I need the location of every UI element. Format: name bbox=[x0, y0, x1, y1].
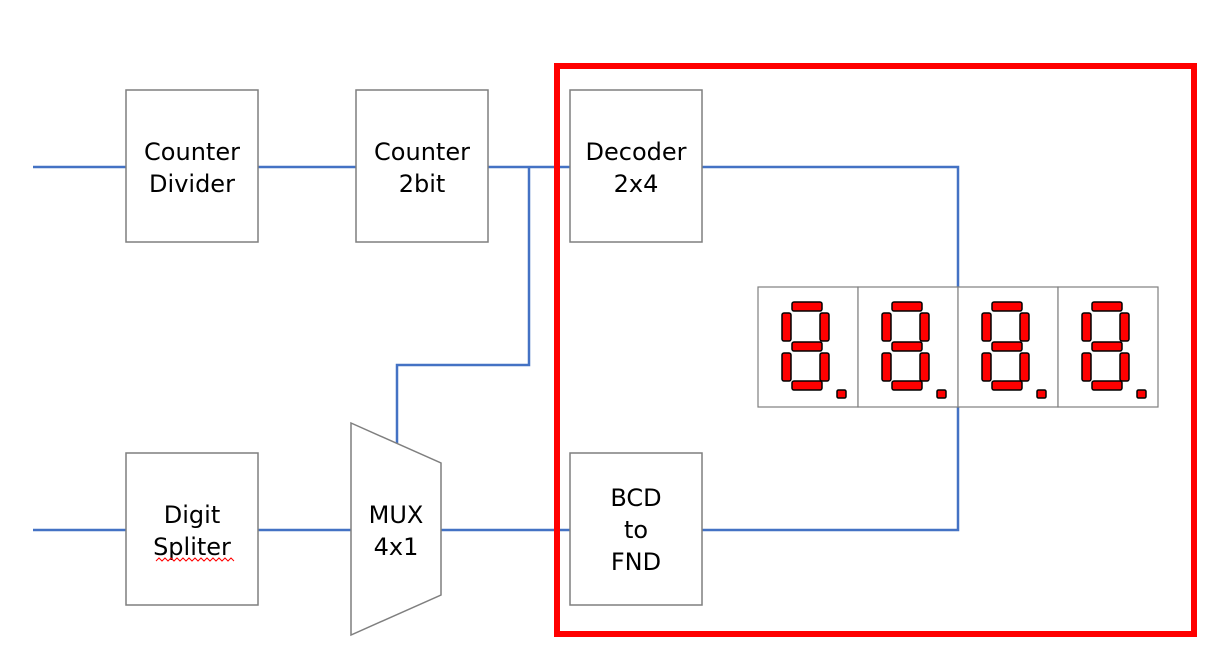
counter-divider-label-line1: Counter bbox=[144, 138, 240, 166]
wires bbox=[33, 165, 960, 532]
decimal-point-digit-1 bbox=[836, 389, 847, 399]
wire-decoder-to-fnd bbox=[702, 165, 960, 287]
counter-2bit-label-line2: 2bit bbox=[399, 170, 446, 198]
segment-d-digit-4 bbox=[1091, 380, 1123, 391]
decoder-label-line2: 2x4 bbox=[614, 170, 659, 198]
segment-f-digit-2 bbox=[881, 312, 892, 342]
counter-2bit-label-line1: Counter bbox=[374, 138, 470, 166]
mux-label-line1: MUX bbox=[369, 501, 424, 529]
counter-divider-block: Counter Divider bbox=[125, 89, 259, 243]
digit-spliter-label-line2: Spliter bbox=[153, 533, 231, 561]
fnd-segments bbox=[781, 301, 1147, 399]
segment-f-digit-1 bbox=[781, 312, 792, 342]
bcd-to-fnd-label-line3: FND bbox=[611, 548, 661, 576]
segment-f-digit-4 bbox=[1081, 312, 1092, 342]
counter-divider-label-line2: Divider bbox=[149, 170, 235, 198]
segment-c-digit-1 bbox=[819, 352, 830, 382]
segment-c-digit-3 bbox=[1019, 352, 1030, 382]
segment-b-digit-3 bbox=[1019, 312, 1030, 342]
segment-e-digit-4 bbox=[1081, 352, 1092, 382]
digit-spliter-block: Digit Spliter bbox=[125, 452, 259, 606]
segment-g-digit-4 bbox=[1091, 341, 1123, 352]
segment-a-digit-4 bbox=[1091, 301, 1123, 312]
segment-d-digit-2 bbox=[891, 380, 923, 391]
bcd-to-fnd-block: BCD to FND bbox=[569, 452, 703, 606]
segment-c-digit-4 bbox=[1119, 352, 1130, 382]
mux-block: MUX 4x1 bbox=[350, 421, 442, 637]
segment-f-digit-3 bbox=[981, 312, 992, 342]
segment-b-digit-2 bbox=[919, 312, 930, 342]
segment-b-digit-4 bbox=[1119, 312, 1130, 342]
wire-counter-to-mux-select bbox=[395, 167, 531, 443]
decoder-label-line1: Decoder bbox=[586, 138, 687, 166]
segment-a-digit-3 bbox=[991, 301, 1023, 312]
decoder-block: Decoder 2x4 bbox=[569, 89, 703, 243]
segment-a-digit-2 bbox=[891, 301, 923, 312]
highlight-frame bbox=[554, 63, 1197, 637]
decimal-point-digit-4 bbox=[1136, 389, 1147, 399]
bcd-to-fnd-label-line1: BCD bbox=[610, 484, 661, 512]
segment-d-digit-1 bbox=[791, 380, 823, 391]
counter-2bit-block: Counter 2bit bbox=[355, 89, 489, 243]
decimal-point-digit-3 bbox=[1036, 389, 1047, 399]
segment-a-digit-1 bbox=[791, 301, 823, 312]
segment-e-digit-3 bbox=[981, 352, 992, 382]
mux-label-line2: 4x1 bbox=[374, 533, 419, 561]
bcd-to-fnd-label-line2: to bbox=[624, 516, 648, 544]
segment-d-digit-3 bbox=[991, 380, 1023, 391]
segment-c-digit-2 bbox=[919, 352, 930, 382]
spellcheck-underline bbox=[155, 557, 235, 562]
wire-bcd-to-fnd bbox=[702, 407, 960, 532]
segment-e-digit-2 bbox=[881, 352, 892, 382]
fnd-display bbox=[757, 286, 1159, 408]
segment-e-digit-1 bbox=[781, 352, 792, 382]
decimal-point-digit-2 bbox=[936, 389, 947, 399]
segment-b-digit-1 bbox=[819, 312, 830, 342]
digit-spliter-label-line1: Digit bbox=[164, 501, 220, 529]
segment-g-digit-1 bbox=[791, 341, 823, 352]
segment-g-digit-3 bbox=[991, 341, 1023, 352]
segment-g-digit-2 bbox=[891, 341, 923, 352]
